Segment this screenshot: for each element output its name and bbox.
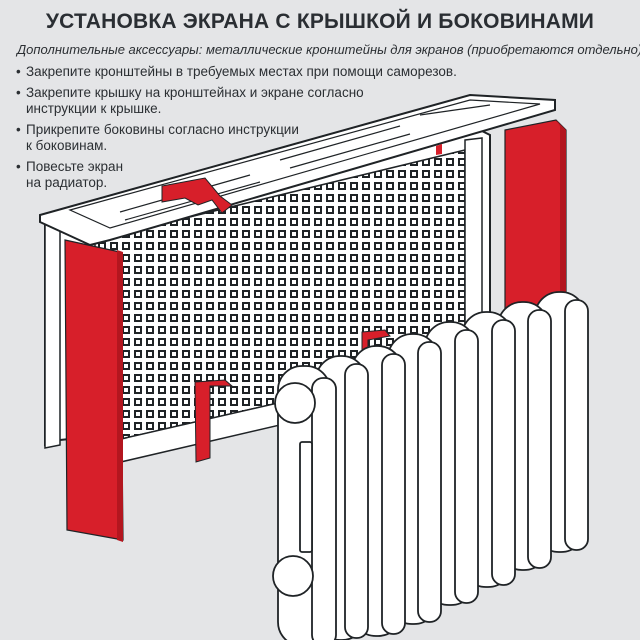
instruction-step: Повесьте экран на радиатор. <box>16 159 457 191</box>
mounting-bracket-bottom <box>194 379 234 463</box>
side-panel-left <box>64 239 124 542</box>
radiator <box>272 291 589 640</box>
page-title: УСТАНОВКА ЭКРАНА С КРЫШКОЙ И БОКОВИНАМИ <box>45 10 595 33</box>
accessories-note: Дополнительные аксессуары: металлические… <box>17 42 640 57</box>
instruction-list: Закрепите кронштейны в требуемых местах … <box>16 64 457 196</box>
instruction-step: Прикрепите боковины согласно инструкции … <box>16 122 457 154</box>
instruction-step: Закрепите крышку на кронштейнах и экране… <box>16 85 457 117</box>
instruction-step: Закрепите кронштейны в требуемых местах … <box>16 64 457 80</box>
